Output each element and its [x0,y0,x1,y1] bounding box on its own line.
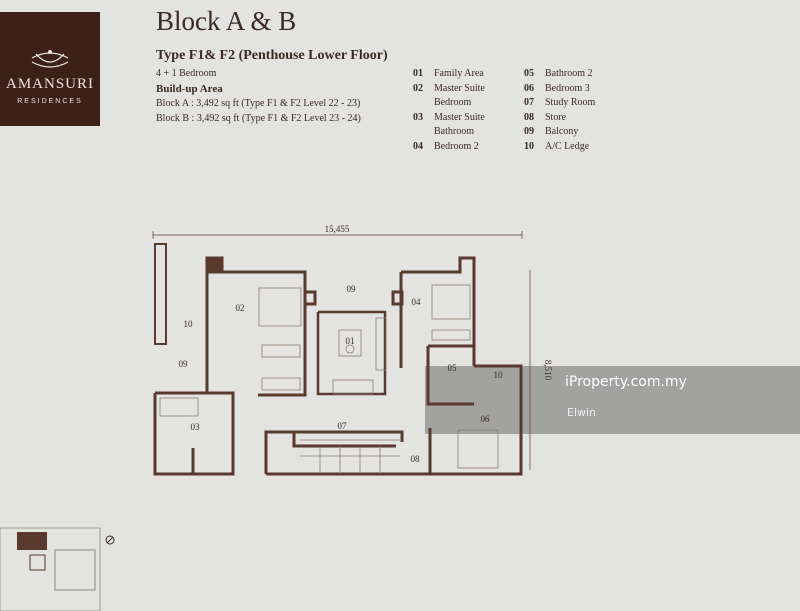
room-label-02: 02 [236,303,245,313]
block-b-area: Block B : 3,492 sq ft (Type F1 & F2 Leve… [156,112,361,124]
north-arrow-icon [105,535,115,545]
key-plan [0,527,101,611]
watermark-agent: Elwin [567,406,597,419]
legend-item: Bedroom [434,97,472,108]
room-label-03: 03 [191,422,201,432]
unit-type: Type F1& F2 (Penthouse Lower Floor) [156,48,388,63]
buildup-label: Build-up Area [156,82,223,95]
room-label-09-top: 09 [347,284,357,294]
bedrooms: 4 + 1 Bedroom [156,68,217,79]
logo-name: AMANSURI [5,76,94,92]
amansuri-logo: AMANSURI RESIDENCES [0,12,100,126]
room-label-07: 07 [338,421,348,431]
watermark: iProperty.com.my Elwin [425,366,800,434]
room-label-10-right: 10 [494,370,504,380]
room-label-09-left: 09 [179,359,189,369]
room-label-04: 04 [412,297,422,307]
room-label-08: 08 [411,454,421,464]
width-dimension: 15,455 [325,224,350,234]
furniture [159,284,499,474]
logo-subtitle: RESIDENCES [17,98,83,105]
legend-item: Bathroom [434,126,474,137]
watermark-site: iProperty.com.my [565,374,687,390]
block-a-area: Block A : 3,492 sq ft (Type F1 & F2 Leve… [156,98,361,109]
room-label-05: 05 [448,363,458,373]
room-labels: 01 02 03 04 05 06 07 08 09 09 10 10 [179,284,504,464]
room-label-10-left: 10 [184,319,194,329]
dimension-lines [152,231,531,470]
page-title: Block A & B [156,6,297,36]
walls [153,243,523,476]
height-dimension: 8,510 [543,360,553,381]
unit-info: 4 + 1 Bedroom Build-up Area Block A : 3,… [156,67,361,126]
room-label-01: 01 [346,336,355,346]
logo-emblem-icon [31,50,69,68]
room-label-06: 06 [481,414,491,424]
